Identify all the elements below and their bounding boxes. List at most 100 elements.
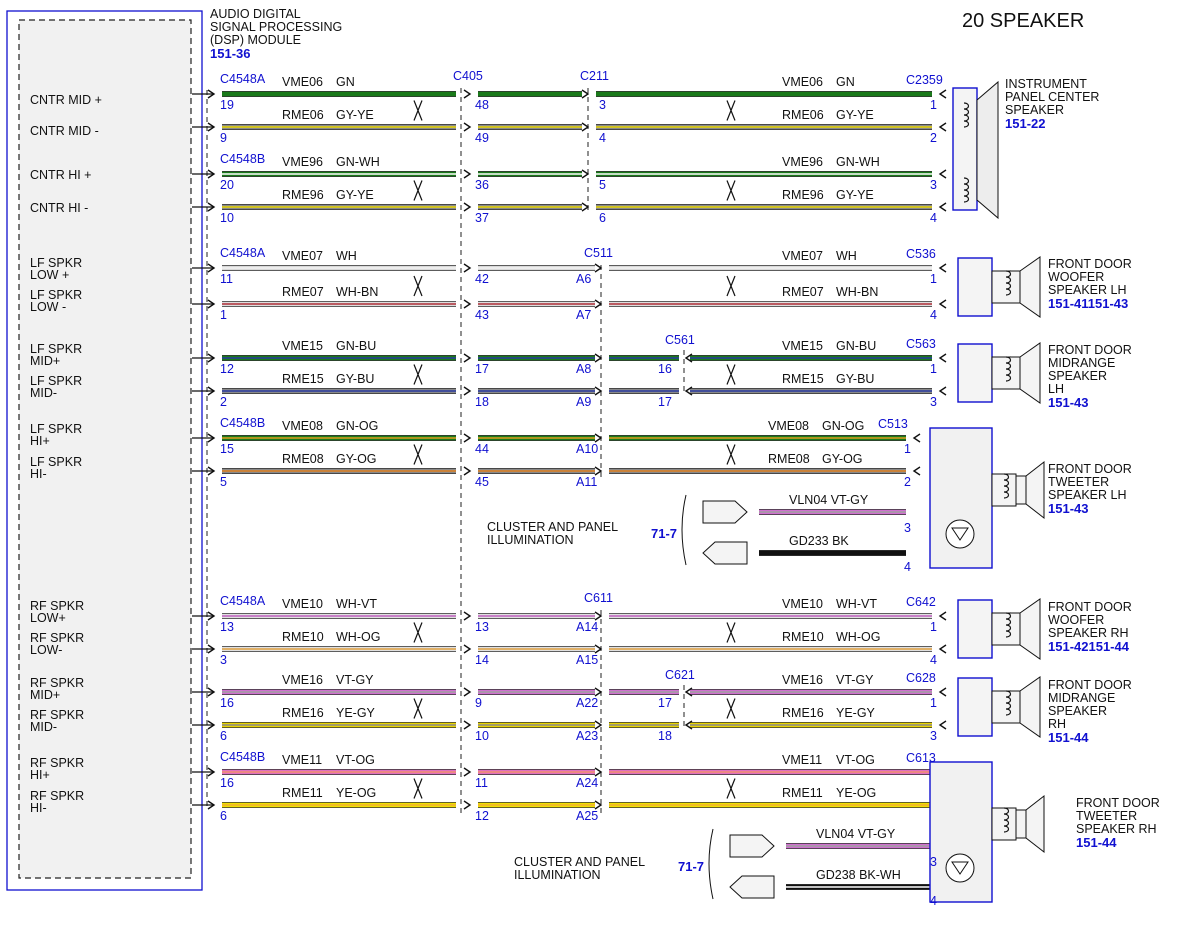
illumination-pin-number: 4 bbox=[930, 894, 937, 908]
connector-arrow bbox=[938, 122, 947, 132]
connector-arrow bbox=[594, 720, 603, 730]
speaker-connector-label: C513 bbox=[878, 417, 908, 431]
speaker-ref-link[interactable]: 151-43 bbox=[1048, 395, 1088, 410]
dsp-module-box bbox=[6, 10, 203, 891]
c405-pin-number: 12 bbox=[475, 809, 489, 823]
c611-label: C611 bbox=[584, 591, 613, 605]
wire-color-right: VT-GY bbox=[836, 673, 874, 687]
wire-circuit-right: RME96 bbox=[782, 188, 824, 202]
wire-color-left: GN-BU bbox=[336, 339, 376, 353]
inline-pin-number: 5 bbox=[599, 178, 606, 192]
twisted-pair-mark bbox=[413, 275, 423, 297]
pin-label: MID+ bbox=[30, 688, 60, 702]
connector-arrow bbox=[684, 386, 693, 396]
speaker-ref-link[interactable]: 151-44 bbox=[1076, 835, 1117, 850]
dsp-pin-number: 10 bbox=[220, 211, 234, 225]
wire-circuit-left: VME07 bbox=[282, 249, 323, 263]
speaker-label: FRONT DOOR bbox=[1076, 796, 1160, 810]
illumination-ref-link[interactable]: 71-7 bbox=[678, 859, 704, 874]
connector-arrow bbox=[463, 687, 472, 697]
speaker-ref-link[interactable]: 151-22 bbox=[1005, 116, 1045, 131]
wire-color-left: WH bbox=[336, 249, 357, 263]
twisted-pair-mark bbox=[726, 364, 736, 385]
dsp-pin-number: 6 bbox=[220, 729, 227, 743]
speaker-pin-number: 1 bbox=[930, 620, 937, 634]
speaker-ref-link[interactable]: 151-42151-44 bbox=[1048, 639, 1130, 654]
inline-pin-number: A6 bbox=[576, 272, 591, 286]
wire-color-left: YE-GY bbox=[336, 706, 376, 720]
wire-circuit-left: VME15 bbox=[282, 339, 323, 353]
twisted-pair-mark bbox=[413, 100, 423, 121]
connector-arrow bbox=[594, 644, 603, 654]
connector-arrow bbox=[463, 89, 472, 99]
dsp-pin-number: 1 bbox=[220, 308, 227, 322]
wire-circuit-left: VME10 bbox=[282, 597, 323, 611]
connector-arrow bbox=[938, 644, 947, 654]
speaker-magnet bbox=[1015, 475, 1027, 505]
speaker-pin-number: 2 bbox=[904, 475, 911, 489]
diagram-title: 20 SPEAKER bbox=[962, 10, 1084, 32]
connector-arrow bbox=[594, 386, 603, 396]
speaker-coil-icon bbox=[1003, 807, 1010, 833]
twisted-pair-mark bbox=[726, 778, 736, 799]
connector-arrow bbox=[463, 800, 472, 810]
pin-label: HI+ bbox=[30, 768, 50, 782]
connector-arrow bbox=[938, 353, 947, 363]
connector-arrow bbox=[581, 169, 590, 179]
off-page-connector bbox=[702, 541, 748, 565]
speaker-magnet bbox=[991, 356, 1021, 390]
wire-circuit-right: RME16 bbox=[782, 706, 824, 720]
off-page-connector bbox=[729, 834, 775, 858]
twisted-pair-mark bbox=[413, 364, 423, 385]
c405-pin-number: 14 bbox=[475, 653, 489, 667]
speaker-pin-number: 3 bbox=[930, 729, 937, 743]
speaker-coil-icon bbox=[1005, 612, 1012, 638]
c561-pin-number: 17 bbox=[658, 696, 672, 710]
dsp-connector-label: C4548A bbox=[220, 72, 266, 86]
connector-arrow bbox=[594, 466, 603, 476]
speaker-ref-link[interactable]: 151-44 bbox=[1048, 730, 1089, 745]
wire-color-right: GY-BU bbox=[836, 372, 874, 386]
wire-circuit-right: RME11 bbox=[782, 786, 823, 800]
pin-label: LF SPKR bbox=[30, 422, 82, 436]
speaker-ref-link[interactable]: 151-43 bbox=[1048, 501, 1088, 516]
speaker-label: RH bbox=[1048, 717, 1066, 731]
dsp-pin-number: 16 bbox=[220, 696, 234, 710]
dsp-pin-number: 9 bbox=[220, 131, 227, 145]
inline-pin-number: A10 bbox=[576, 442, 598, 456]
twisted-pair-mark bbox=[726, 698, 736, 719]
connector-arrow bbox=[463, 202, 472, 212]
pin-label: RF SPKR bbox=[30, 599, 84, 613]
speaker-ref-link[interactable]: 151-41151-43 bbox=[1048, 296, 1128, 311]
dsp-connector-label: C4548B bbox=[220, 416, 265, 430]
inline-pin-number: A25 bbox=[576, 809, 598, 823]
speaker-coil-icon bbox=[1005, 270, 1012, 296]
illumination-label: ILLUMINATION bbox=[514, 868, 601, 882]
dsp-pin-number: 20 bbox=[220, 178, 234, 192]
module-ref-link[interactable]: 151-36 bbox=[210, 46, 250, 61]
speaker-magnet bbox=[991, 612, 1021, 646]
speaker-label: SPEAKER bbox=[1048, 704, 1107, 718]
speaker-coil-icon bbox=[963, 177, 970, 203]
pin-label: LF SPKR bbox=[30, 288, 82, 302]
illumination-ref-link[interactable]: 71-7 bbox=[651, 526, 677, 541]
connector-arrow bbox=[463, 611, 472, 621]
wire-circuit-left: RME96 bbox=[282, 188, 324, 202]
pin-label: LOW- bbox=[30, 643, 62, 657]
wire-color-right: GN-WH bbox=[836, 155, 880, 169]
c405-pin-number: 13 bbox=[475, 620, 489, 634]
inline-pin-number: A24 bbox=[576, 776, 598, 790]
wire-circuit-right: RME06 bbox=[782, 108, 824, 122]
wire-circuit-right: VME16 bbox=[782, 673, 823, 687]
connector-arrow bbox=[463, 122, 472, 132]
speaker-label: SPEAKER RH bbox=[1076, 822, 1157, 836]
dsp-connector-label: C4548B bbox=[220, 152, 265, 166]
connector-arrow bbox=[938, 202, 947, 212]
c405-pin-number: 10 bbox=[475, 729, 489, 743]
bracket bbox=[708, 828, 714, 900]
c621-label: C621 bbox=[665, 668, 695, 682]
c405-label: C405 bbox=[453, 69, 483, 83]
speaker-label: SPEAKER bbox=[1048, 369, 1107, 383]
wire-circuit-left: RME11 bbox=[282, 786, 323, 800]
speaker-label: PANEL CENTER bbox=[1005, 90, 1099, 104]
